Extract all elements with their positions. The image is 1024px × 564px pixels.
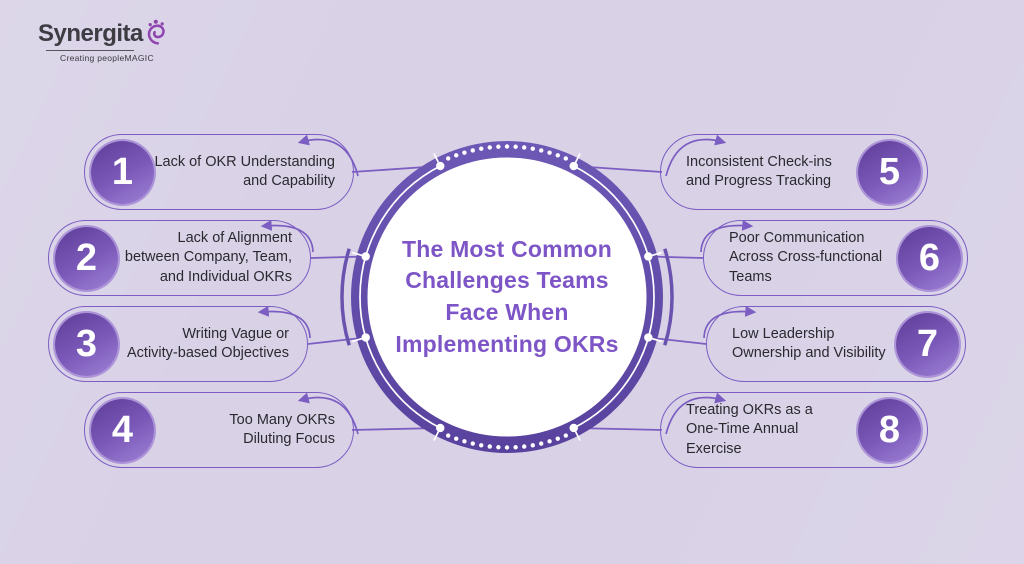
challenge-number-badge: 7 — [896, 312, 959, 376]
challenge-label: Poor Communication Across Cross-function… — [729, 229, 883, 285]
brand-swirl-icon — [147, 19, 165, 45]
ring-dots — [352, 144, 662, 450]
logo-divider — [46, 50, 134, 51]
challenge-number-badge: 6 — [898, 226, 961, 290]
challenge-number-badge: 4 — [91, 398, 154, 462]
brand-tagline: Creating peopleMAGIC — [60, 53, 154, 63]
challenge-label: Lack of Alignment between Company, Team,… — [124, 229, 292, 285]
left-white-arc — [359, 165, 441, 429]
challenge-pill-7: 7 Low Leadership Ownership and Visibilit… — [706, 306, 966, 382]
center-circle-disc — [367, 157, 647, 437]
challenge-pill-1: 1 Lack of OKR Understanding and Capabili… — [84, 134, 354, 210]
right-outer-arc — [663, 248, 674, 346]
challenge-label: Writing Vague or Activity-based Objectiv… — [127, 325, 289, 361]
left-outer-arc — [340, 248, 351, 346]
challenge-pill-8: 8 Treating OKRs as a One-Time Annual Exe… — [660, 392, 928, 468]
challenge-label: Inconsistent Check-ins and Progress Trac… — [686, 153, 832, 189]
challenge-pill-3: 3 Writing Vague or Activity-based Object… — [48, 306, 308, 382]
challenge-pill-6: 6 Poor Communication Across Cross-functi… — [703, 220, 968, 296]
challenge-number-badge: 3 — [55, 312, 118, 376]
challenge-label: Treating OKRs as a One-Time Annual Exerc… — [686, 401, 813, 457]
brand-name: Synergita — [38, 20, 143, 47]
challenge-number-badge: 8 — [858, 398, 921, 462]
challenge-number-badge: 1 — [91, 140, 154, 204]
center-title: The Most Common Challenges Teams Face Wh… — [395, 235, 619, 357]
challenge-number-badge: 5 — [858, 140, 921, 204]
challenge-pill-2: 2 Lack of Alignment between Company, Tea… — [48, 220, 311, 296]
challenge-pill-5: 5 Inconsistent Check-ins and Progress Tr… — [660, 134, 928, 210]
challenge-number-badge: 2 — [55, 226, 118, 290]
challenge-label: Too Many OKRs Diluting Focus — [229, 411, 335, 447]
challenge-label: Lack of OKR Understanding and Capability — [154, 153, 335, 189]
challenge-pill-4: 4 Too Many OKRs Diluting Focus — [84, 392, 354, 468]
challenge-label: Low Leadership Ownership and Visibility — [732, 325, 886, 361]
brand-logo: Synergita Creating peopleMAGIC — [38, 19, 169, 63]
right-white-arc — [573, 165, 655, 429]
